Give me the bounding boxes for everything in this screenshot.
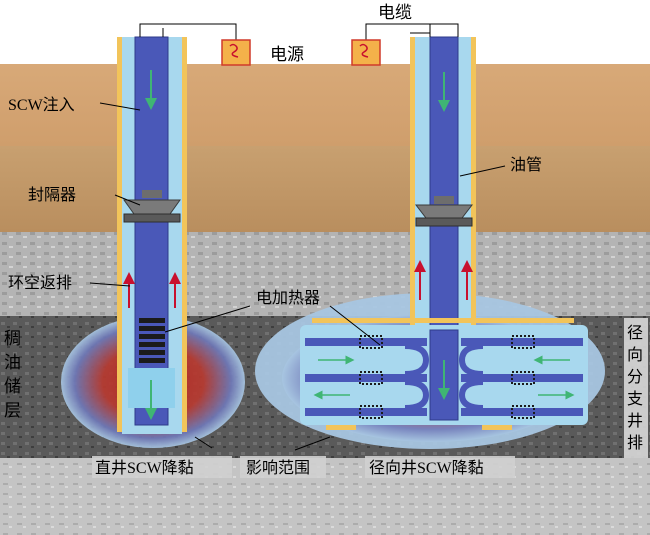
label-packer: 封隔器 (28, 186, 76, 204)
power-supply (139, 23, 459, 66)
svg-text:支: 支 (627, 390, 643, 408)
radial-branch-label-bg (624, 318, 648, 458)
label-scw-inject: SCW注入 (8, 96, 75, 114)
label-vertical-well-scw: 直井SCW降黏 (95, 459, 194, 477)
radial-branch-pipes (305, 335, 583, 419)
label-radial-branch: 径 向 分 支 井 排 (627, 324, 643, 452)
label-cable: 电缆 (378, 3, 412, 22)
svg-text:分: 分 (627, 368, 643, 386)
svg-text:井: 井 (627, 412, 643, 430)
power-box-icon (351, 39, 381, 66)
label-influence-range: 影响范围 (246, 459, 310, 477)
svg-text:储: 储 (4, 377, 21, 396)
label-tubing: 油管 (510, 156, 542, 174)
sky-area (0, 0, 650, 64)
svg-text:油: 油 (4, 353, 21, 372)
heater-coil-icon (139, 318, 165, 363)
stratum-top (0, 64, 650, 146)
leader-lines (89, 32, 506, 451)
label-reservoir: 稠 油 储 层 (4, 329, 21, 420)
svg-text:径: 径 (627, 324, 643, 342)
svg-text:稠: 稠 (4, 329, 21, 348)
power-box-icon (221, 39, 251, 66)
svg-text:向: 向 (627, 346, 643, 364)
label-radial-well-scw: 径向井SCW降黏 (369, 459, 484, 477)
label-heater: 电加热器 (256, 289, 320, 307)
svg-text:层: 层 (4, 401, 21, 420)
packer-icon (414, 196, 474, 227)
label-annulus-return: 环空返排 (8, 274, 72, 292)
stratum-grey-rock (0, 232, 650, 316)
label-bg (92, 456, 232, 478)
svg-text:排: 排 (627, 434, 643, 452)
radial-well (300, 36, 588, 430)
packer-icon (123, 190, 181, 223)
label-power: 电源 (270, 45, 304, 64)
label-bg (240, 456, 326, 478)
stratum-sandstone (0, 146, 650, 232)
vertical-well (117, 36, 187, 434)
label-bg (365, 456, 515, 478)
